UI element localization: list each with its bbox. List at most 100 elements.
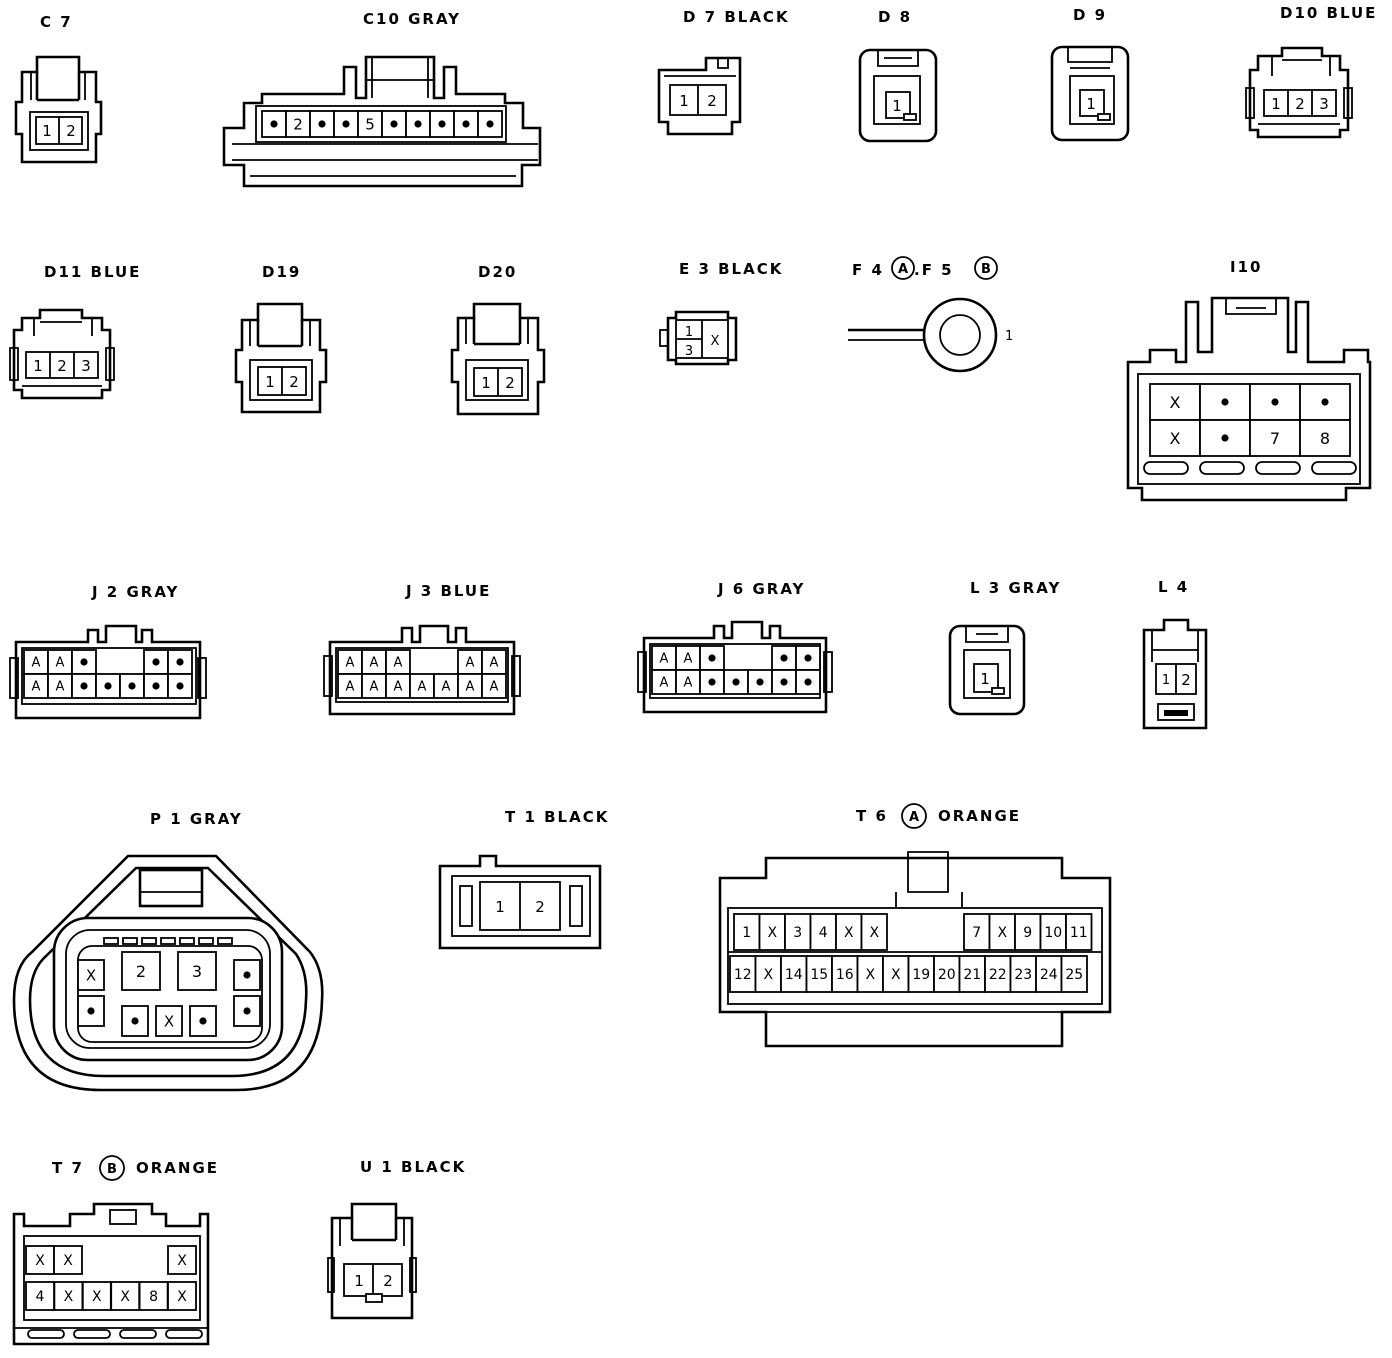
connector-t6-color: ORANGE	[938, 807, 1021, 825]
f4-marker-a: A	[898, 262, 908, 277]
e3-pin-1: 1	[685, 325, 693, 340]
pin-dot	[390, 120, 398, 128]
connector-d10: D10 BLUE 1 2 3	[1245, 4, 1375, 139]
pin-dot	[1221, 398, 1229, 406]
connector-t7-color: ORANGE	[136, 1159, 219, 1177]
t6-pin: 7	[963, 913, 991, 951]
connector-d19-title: D19	[262, 263, 301, 281]
pin-label: X	[865, 967, 875, 983]
pin-dot	[462, 120, 470, 128]
pin-label: A	[394, 680, 403, 695]
j2-pin	[143, 649, 169, 675]
connector-l3-title: L 3 GRAY	[970, 579, 1061, 597]
t6-pin: 4	[809, 913, 837, 951]
u1-pin-2: 2	[383, 1272, 393, 1290]
pin-dot	[438, 120, 446, 128]
pin-label: A	[684, 676, 693, 691]
pin-label: X	[891, 967, 901, 983]
connector-d20: D20 1 2	[450, 263, 546, 416]
connector-c7-title: C 7	[40, 13, 73, 31]
pin-label: A	[442, 680, 451, 695]
pin-dot	[199, 1017, 207, 1025]
pin-label: 22	[989, 967, 1007, 983]
t6-pin: 12	[729, 955, 757, 993]
c10-pin	[309, 110, 335, 138]
i10-pin: X	[1149, 419, 1201, 457]
pin-label: 9	[1023, 925, 1032, 941]
pin-label: 23	[1014, 967, 1032, 983]
connector-l4-title: L 4	[1158, 578, 1189, 596]
d8-pin-1: 1	[892, 97, 902, 115]
j2-pin: A	[23, 673, 49, 699]
c10-pin	[333, 110, 359, 138]
t6-marker-a: A	[909, 810, 919, 825]
d19-pin-1: 1	[265, 373, 275, 391]
t6-pin: 9	[1014, 913, 1042, 951]
connector-d11: D11 BLUE 1 2 3	[9, 263, 141, 400]
pin-dot	[80, 658, 88, 666]
j2-pin: A	[47, 649, 73, 675]
j6-pin	[699, 669, 725, 695]
j3-pin: A	[385, 649, 411, 675]
p1-pin	[233, 959, 261, 991]
connector-t1: T 1 BLACK 1 2	[438, 808, 607, 950]
e3-pin-x: X	[711, 334, 720, 349]
t7-latch-slot	[165, 1329, 203, 1339]
j2-pin	[167, 649, 193, 675]
pin-label: A	[32, 656, 41, 671]
j6-pin	[771, 645, 797, 671]
pin-label: 25	[1065, 967, 1083, 983]
pin-dot	[243, 971, 251, 979]
pin-label: 1	[742, 925, 751, 941]
t6-pin: 3	[784, 913, 812, 951]
pin-dot	[104, 682, 112, 690]
connector-d7: D 7 BLACK 1 2	[657, 8, 788, 136]
l4-pin-1: 1	[1162, 673, 1170, 688]
f5-marker-b: B	[981, 262, 991, 277]
connector-f5-title: .F 5	[914, 261, 954, 279]
f4-pin-1: 1	[1005, 329, 1013, 344]
connector-d19: D19 1 2	[234, 263, 328, 414]
circle-a-marker	[891, 256, 915, 280]
p1-top-tab	[141, 937, 157, 945]
pin-dot	[270, 120, 278, 128]
i10-latch-slot	[1199, 461, 1245, 475]
t7-pin: 8	[138, 1281, 169, 1311]
p1-top-tab	[122, 937, 138, 945]
pin-dot	[780, 654, 788, 662]
j2-pin	[167, 673, 193, 699]
connector-p1-title: P 1 GRAY	[150, 810, 243, 828]
connector-i10-title: I10	[1230, 258, 1262, 276]
pin-label: 2	[136, 962, 146, 981]
i10-pin	[1199, 383, 1251, 421]
pin-label: 20	[938, 967, 956, 983]
connector-j3-title: J 3 BLUE	[405, 582, 491, 600]
pin-label: 21	[963, 967, 981, 983]
c10-pin: 2	[285, 110, 311, 138]
j2-pin	[95, 673, 121, 699]
pin-label: 19	[912, 967, 930, 983]
j3-pin: A	[457, 649, 483, 675]
connector-d11-title: D11 BLUE	[44, 263, 141, 281]
d7-pin-1: 1	[679, 92, 689, 110]
j2-pin: A	[23, 649, 49, 675]
j2-pin	[71, 649, 97, 675]
p1-top-tab	[179, 937, 195, 945]
pin-label: 16	[836, 967, 854, 983]
pin-label: 15	[810, 967, 828, 983]
p1-pin	[189, 1005, 217, 1037]
j6-pin: A	[651, 669, 677, 695]
pin-dot	[486, 120, 494, 128]
t6-pin: 11	[1065, 913, 1093, 951]
connector-e3-title: E 3 BLACK	[679, 260, 783, 278]
p1-pin	[233, 995, 261, 1027]
circle-b-marker	[99, 1155, 125, 1181]
t6-pin: 19	[907, 955, 935, 993]
i10-pin	[1199, 419, 1251, 457]
connector-f4-title: F 4	[852, 261, 884, 279]
t6-pin: 10	[1039, 913, 1067, 951]
d10-pin-3: 3	[1319, 95, 1329, 113]
